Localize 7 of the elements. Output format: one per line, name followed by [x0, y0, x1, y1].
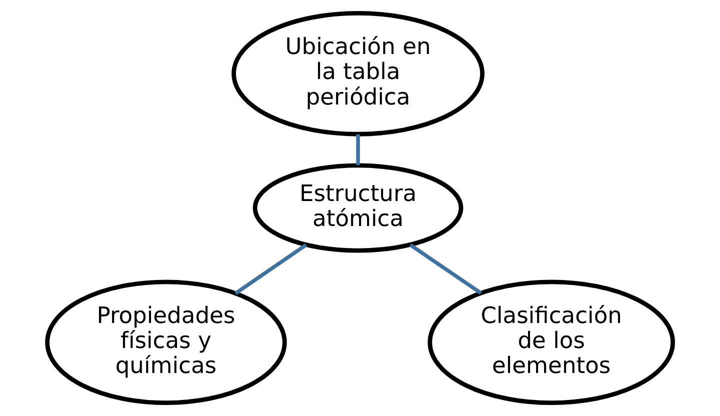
node-ellipse: Ubicación en la tabla periódica [232, 10, 484, 136]
connector [409, 243, 482, 295]
node-ellipse: Clasificación de los elementos [428, 280, 676, 406]
connector [356, 134, 360, 166]
node-ellipse: Propiedades físicas y químicas [45, 280, 287, 406]
node-ellipse: Estructura atómica [252, 163, 464, 253]
connector [234, 243, 308, 295]
